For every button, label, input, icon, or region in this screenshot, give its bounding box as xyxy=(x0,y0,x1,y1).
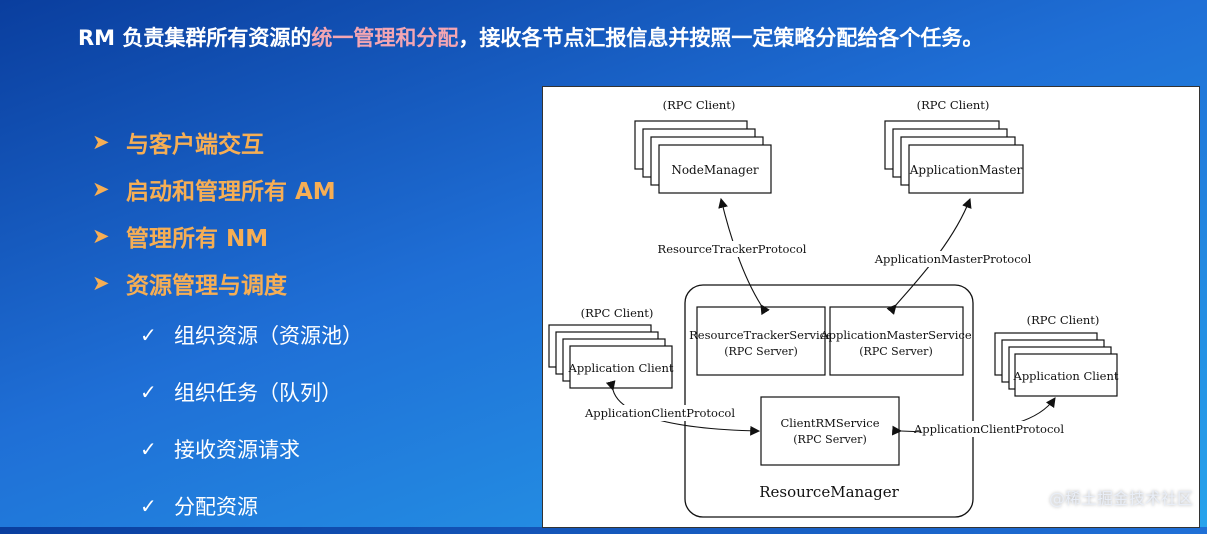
client-right-protocol-bg xyxy=(921,421,1061,437)
resource-tracker-service-box xyxy=(696,306,826,376)
resource-tracker-protocol-label: ResourceTrackerProtocol xyxy=(658,242,807,256)
check-icon: ✓ xyxy=(140,493,157,518)
sub-bullet-text: 组织任务（队列） xyxy=(174,380,342,405)
client-rm-service-label: ClientRMService xyxy=(780,416,879,430)
arrow-icon: ➤ xyxy=(92,129,110,154)
resource-tracker-connector xyxy=(718,197,770,316)
sub-bullet-text: 组织资源（资源池） xyxy=(174,323,363,348)
check-icon: ✓ xyxy=(140,436,157,461)
sub-bullet-text: 分配资源 xyxy=(174,494,258,519)
application-client-right-stack: Application Client xyxy=(994,332,1119,397)
watermark: @稀土掘金技术社区 xyxy=(1048,489,1193,508)
check-icon: ✓ xyxy=(140,379,157,404)
arrow-icon: ➤ xyxy=(92,223,110,248)
bullet-item: ➤ 资源管理与调度 xyxy=(92,259,336,306)
node-manager-rpc-client: (RPC Client) xyxy=(663,98,736,112)
client-rm-service-box xyxy=(760,396,900,466)
bullet-text: 资源管理与调度 xyxy=(126,272,287,299)
sub-bullet-list: ✓ 组织资源（资源池） ✓ 组织任务（队列） ✓ 接收资源请求 ✓ 分配资源 xyxy=(140,306,363,534)
resource-manager-label: ResourceManager xyxy=(759,483,899,501)
application-master-protocol-bg xyxy=(881,251,1025,267)
application-client-right-rpc-client: (RPC Client) xyxy=(1027,313,1100,327)
bullet-text: 与客户端交互 xyxy=(126,131,264,158)
sub-bullet-item: ✓ 分配资源 xyxy=(140,477,363,534)
application-master-stack: ApplicationMaster xyxy=(884,120,1024,194)
headline-highlight: 统一管理和分配 xyxy=(311,26,459,50)
bullet-item: ➤ 启动和管理所有 AM xyxy=(92,165,336,212)
resource-tracker-service-label: ResourceTrackerService xyxy=(689,328,833,342)
application-client-left-label: Application Client xyxy=(568,361,674,375)
check-icon: ✓ xyxy=(140,322,157,347)
bullet-item: ➤ 管理所有 NM xyxy=(92,212,336,259)
resource-tracker-protocol-bg xyxy=(663,241,801,257)
application-master-service-label: ApplicationMasterService xyxy=(819,328,972,342)
sub-bullet-item: ✓ 组织任务（队列） xyxy=(140,363,363,420)
application-client-left-stack: Application Client xyxy=(548,324,674,389)
headline-part1: RM 负责集群所有资源的 xyxy=(78,26,312,50)
node-manager-label: NodeManager xyxy=(671,163,759,177)
yarn-architecture-diagram: NodeManager (RPC Client) ApplicationMast… xyxy=(542,86,1200,528)
sub-bullet-item: ✓ 接收资源请求 xyxy=(140,420,363,477)
application-master-service-box xyxy=(829,306,964,376)
application-client-right-label: Application Client xyxy=(1013,369,1119,383)
client-left-protocol-bg xyxy=(591,405,731,421)
arrow-icon: ➤ xyxy=(92,270,110,295)
resource-tracker-service-rpc: (RPC Server) xyxy=(724,345,797,358)
node-manager-stack: NodeManager xyxy=(634,120,772,194)
arrow-icon: ➤ xyxy=(92,176,110,201)
sub-bullet-item: ✓ 组织资源（资源池） xyxy=(140,306,363,363)
application-master-protocol-label: ApplicationMasterProtocol xyxy=(874,252,1032,266)
client-right-protocol-label: ApplicationClientProtocol xyxy=(913,422,1064,436)
client-rm-service-rpc: (RPC Server) xyxy=(793,433,866,446)
headline: RM 负责集群所有资源的统一管理和分配，接收各节点汇报信息并按照一定策略分配给各… xyxy=(78,22,1203,52)
bullet-item: ➤ 与客户端交互 xyxy=(92,118,336,165)
diagram-svg: NodeManager (RPC Client) ApplicationMast… xyxy=(548,98,1119,518)
client-left-protocol-label: ApplicationClientProtocol xyxy=(584,406,735,420)
sub-bullet-text: 接收资源请求 xyxy=(174,437,300,462)
application-client-left-rpc-client: (RPC Client) xyxy=(581,306,654,320)
application-master-label: ApplicationMaster xyxy=(909,163,1023,177)
bullet-list: ➤ 与客户端交互 ➤ 启动和管理所有 AM ➤ 管理所有 NM ➤ 资源管理与调度 xyxy=(92,118,336,306)
application-master-service-rpc: (RPC Server) xyxy=(859,345,932,358)
bullet-text: 启动和管理所有 AM xyxy=(126,178,336,205)
headline-part2: ，接收各节点汇报信息并按照一定策略分配给各个任务。 xyxy=(458,26,984,50)
application-master-rpc-client: (RPC Client) xyxy=(917,98,990,112)
bullet-text: 管理所有 NM xyxy=(126,225,269,252)
